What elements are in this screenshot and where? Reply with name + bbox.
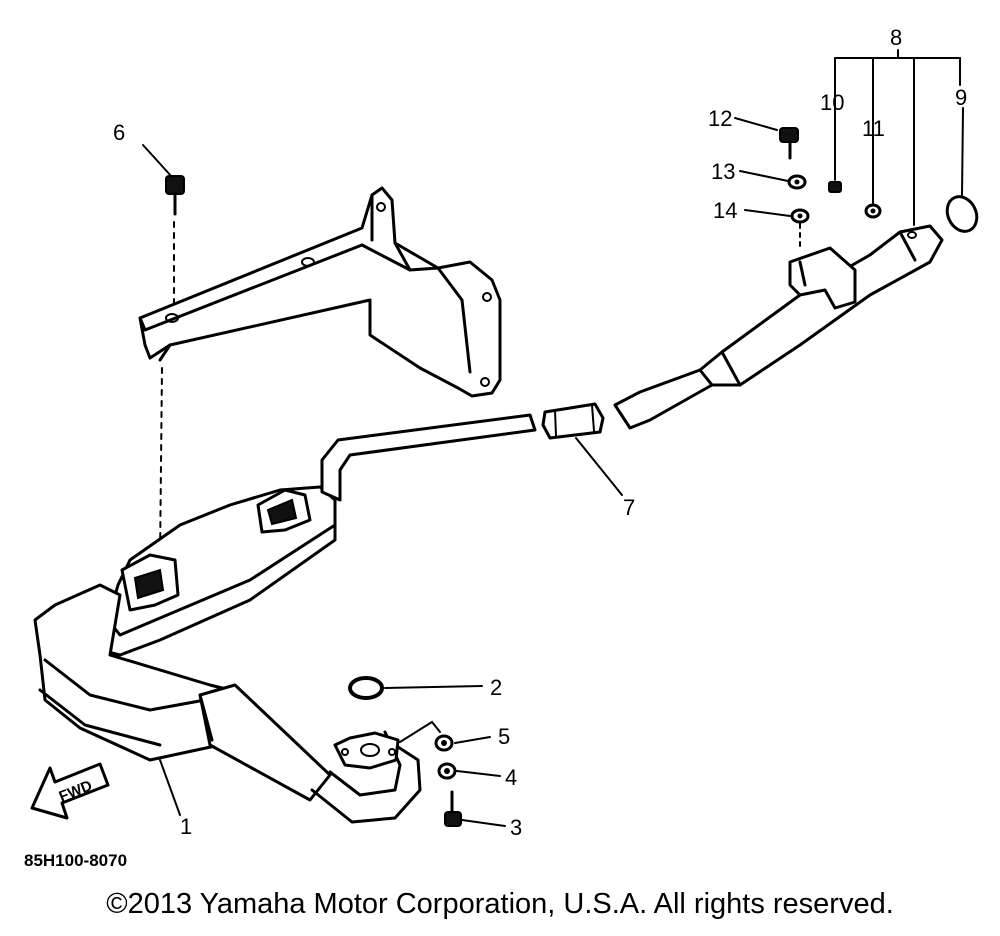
washer-13 xyxy=(787,174,807,190)
leader-lines xyxy=(142,49,964,827)
callout-12: 12 xyxy=(708,106,732,131)
joint-7 xyxy=(541,402,605,440)
callout-10: 10 xyxy=(820,90,844,115)
washer-11 xyxy=(864,203,882,219)
gasket-9 xyxy=(945,195,979,233)
copyright-notice: ©2013 Yamaha Motor Corporation, U.S.A. A… xyxy=(106,888,894,920)
callout-6: 6 xyxy=(113,120,125,145)
callout-1: 1 xyxy=(180,814,192,839)
nut-4 xyxy=(437,762,457,780)
bracket-guide-line xyxy=(159,367,163,561)
callout-4: 4 xyxy=(505,765,517,790)
callout-2: 2 xyxy=(490,675,502,700)
bolt-12 xyxy=(779,127,799,160)
callout-7: 7 xyxy=(623,495,635,520)
screw-10 xyxy=(828,181,842,193)
gasket-2 xyxy=(348,676,384,700)
muffler-assembly-1 xyxy=(33,413,537,824)
washer-5 xyxy=(434,734,454,752)
fwd-arrow-icon: FWD xyxy=(30,762,110,820)
callout-14: 14 xyxy=(713,198,737,223)
callout-8: 8 xyxy=(890,25,902,50)
rear-silencer xyxy=(613,224,944,430)
callout-3: 3 xyxy=(510,815,522,840)
bolt-6 xyxy=(165,175,185,216)
exhaust-parts-diagram: FWD 1 2 3 4 5 6 7 8 9 10 11 12 13 14 85H… xyxy=(24,25,979,870)
callout-11: 11 xyxy=(862,116,885,141)
callout-5: 5 xyxy=(498,724,510,749)
bolt-3 xyxy=(444,790,462,827)
muffler-bracket xyxy=(138,186,502,398)
diagram-code: 85H100-8070 xyxy=(24,851,127,870)
callout-13: 13 xyxy=(711,159,735,184)
washer-14 xyxy=(790,208,810,224)
callout-9: 9 xyxy=(955,85,967,110)
